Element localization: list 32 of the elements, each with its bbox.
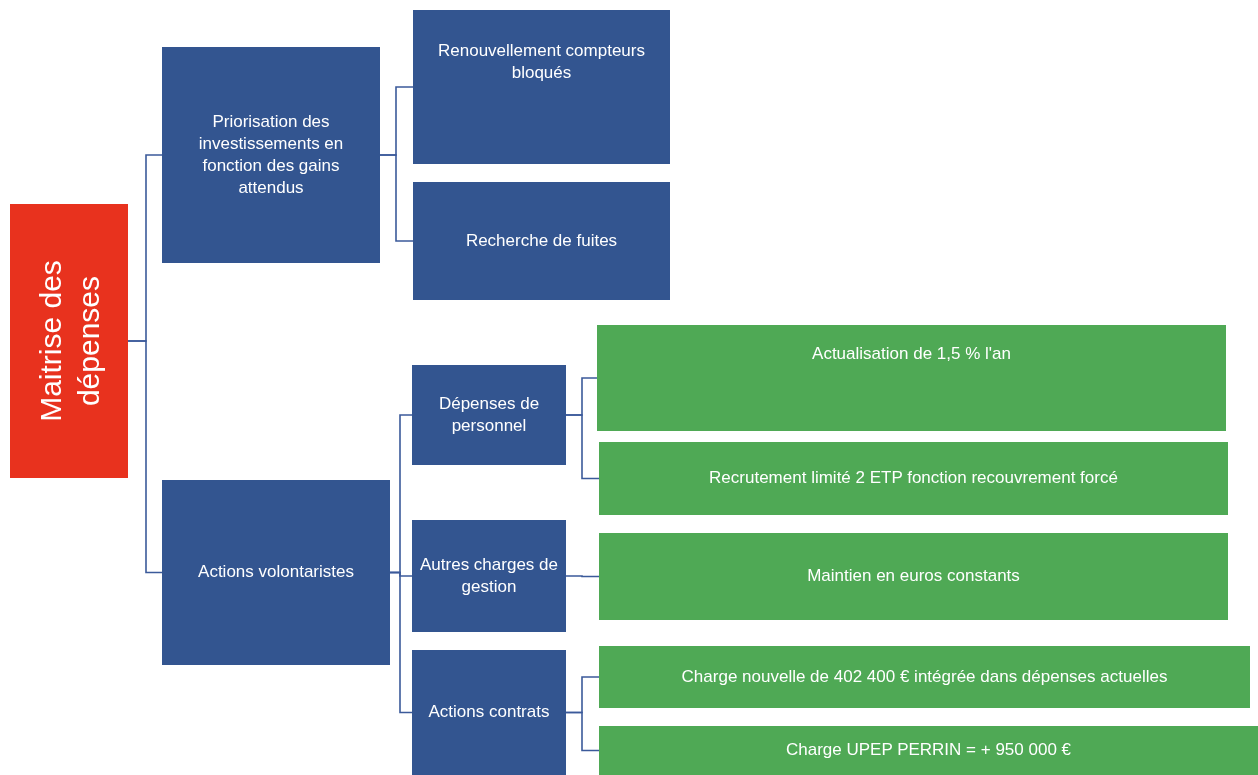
node-label: Renouvellement compteurs bloqués (437, 40, 646, 85)
node-label: Actions contrats (428, 701, 550, 724)
connector-line (565, 711, 600, 752)
category-box (162, 47, 380, 263)
action-box (599, 533, 1228, 620)
node-label: Actualisation de 1,5 % l'an (812, 343, 1011, 365)
node-label: Maintien en euros constants (807, 565, 1020, 588)
node-label: Autres charges de gestion (420, 553, 558, 598)
connector-line (389, 571, 413, 714)
category-box (412, 365, 566, 465)
node-label: Priorisation des investissements en fonction des gains attendus (197, 110, 345, 200)
root-box (10, 204, 128, 478)
category-box (162, 480, 390, 665)
connector-line (565, 575, 600, 578)
node-label: Recherche de fuites (465, 229, 618, 252)
node-label: Actions volontaristes (198, 561, 354, 584)
node-label: Recrutement limité 2 ETP fonction recouvrement forcé (709, 467, 1118, 490)
action-box (599, 646, 1250, 708)
category-box (413, 182, 670, 300)
action-box (597, 325, 1226, 431)
category-box (413, 10, 670, 164)
node-label: Charge UPEP PERRIN = + 950 000 € (785, 739, 1072, 762)
connector-line (379, 154, 414, 242)
node-label: Dépenses de personnel (437, 392, 541, 437)
category-box (412, 520, 566, 632)
action-box (599, 442, 1228, 515)
category-box (412, 650, 566, 775)
node-label: Charge nouvelle de 402 400 € intégrée dans dépenses actuelles (681, 665, 1168, 688)
connector-line (127, 340, 163, 574)
node-label: Maitrise des dépenses (32, 259, 106, 424)
action-box (599, 726, 1258, 775)
connector-line (565, 414, 600, 480)
